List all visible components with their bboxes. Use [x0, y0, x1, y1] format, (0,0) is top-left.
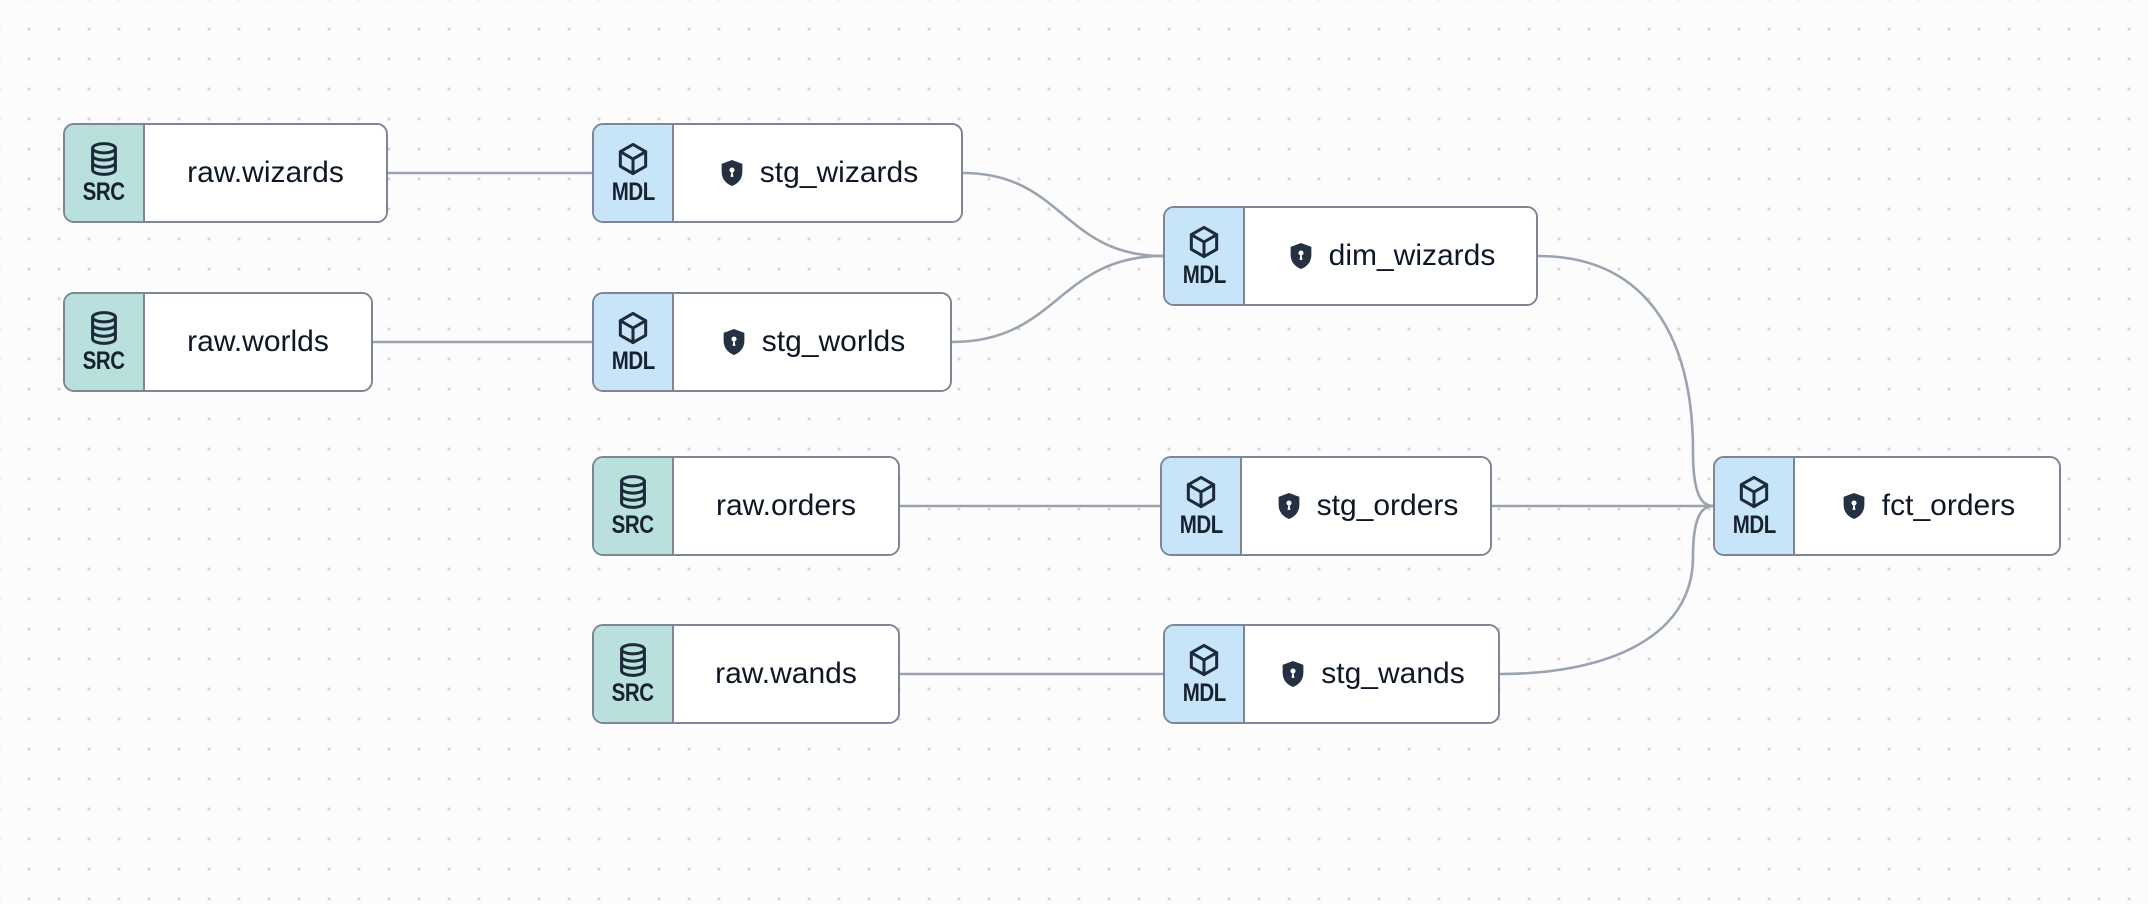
node-body: stg_worlds	[674, 294, 950, 390]
node-dim-wizards[interactable]: MDL dim_wizards	[1163, 206, 1538, 306]
node-body: fct_orders	[1795, 458, 2059, 554]
cube-icon	[614, 140, 652, 178]
database-icon	[85, 309, 123, 347]
node-stg-wizards[interactable]: MDL stg_wizards	[592, 123, 963, 223]
node-type-label: MDL	[1182, 261, 1226, 290]
shield-icon	[719, 327, 749, 357]
cube-icon	[614, 309, 652, 347]
node-type-badge: MDL	[594, 125, 674, 221]
node-type-badge: MDL	[1165, 626, 1245, 722]
node-raw-orders[interactable]: SRC raw.orders	[592, 456, 900, 556]
node-type-label: SRC	[611, 511, 655, 540]
node-type-badge: MDL	[1162, 458, 1242, 554]
node-type-badge: MDL	[1165, 208, 1245, 304]
edge-dim-wizards-to-fct-orders	[1537, 254, 1714, 508]
node-type-badge: MDL	[1715, 458, 1795, 554]
node-label: stg_worlds	[761, 325, 906, 358]
node-type-badge: SRC	[594, 458, 674, 554]
edge-stg-wands-to-fct-orders	[1499, 504, 1714, 676]
node-type-badge: MDL	[594, 294, 674, 390]
node-body: raw.orders	[674, 458, 898, 554]
node-type-badge: SRC	[594, 626, 674, 722]
node-type-label: MDL	[1182, 679, 1226, 708]
node-label: raw.wizards	[187, 156, 344, 189]
node-raw-wands[interactable]: SRC raw.wands	[592, 624, 900, 724]
node-body: raw.worlds	[145, 294, 371, 390]
node-body: stg_wizards	[674, 125, 961, 221]
node-label: fct_orders	[1881, 489, 2016, 522]
cube-icon	[1182, 473, 1220, 511]
shield-icon	[1278, 659, 1308, 689]
node-raw-worlds[interactable]: SRC raw.worlds	[63, 292, 373, 392]
node-label: raw.orders	[715, 489, 857, 522]
edge-stg-wizards-to-dim-wizards	[962, 171, 1164, 258]
shield-icon	[1274, 491, 1304, 521]
node-raw-wizards[interactable]: SRC raw.wizards	[63, 123, 388, 223]
node-stg-wands[interactable]: MDL stg_wands	[1163, 624, 1500, 724]
cube-icon	[1185, 641, 1223, 679]
node-body: raw.wands	[674, 626, 898, 722]
shield-icon	[1839, 491, 1869, 521]
node-label: stg_wands	[1321, 657, 1465, 690]
node-body: raw.wizards	[145, 125, 386, 221]
node-label: raw.worlds	[187, 325, 329, 358]
node-stg-worlds[interactable]: MDL stg_worlds	[592, 292, 952, 392]
cube-icon	[1735, 473, 1773, 511]
node-label: stg_orders	[1316, 489, 1459, 522]
node-type-badge: SRC	[65, 294, 145, 390]
node-type-label: MDL	[611, 347, 655, 376]
node-stg-orders[interactable]: MDL stg_orders	[1160, 456, 1492, 556]
database-icon	[614, 473, 652, 511]
node-type-label: SRC	[82, 178, 126, 207]
cube-icon	[1185, 223, 1223, 261]
node-label: dim_wizards	[1328, 239, 1496, 272]
shield-icon	[1286, 241, 1316, 271]
node-label: stg_wizards	[759, 156, 919, 189]
node-type-label: MDL	[611, 178, 655, 207]
node-type-badge: SRC	[65, 125, 145, 221]
edge-stg-worlds-to-dim-wizards	[951, 254, 1164, 344]
database-icon	[614, 641, 652, 679]
node-body: stg_orders	[1242, 458, 1490, 554]
node-type-label: MDL	[1732, 511, 1776, 540]
shield-icon	[717, 158, 747, 188]
database-icon	[85, 140, 123, 178]
node-type-label: SRC	[82, 347, 126, 376]
node-type-label: SRC	[611, 679, 655, 708]
node-body: stg_wands	[1245, 626, 1498, 722]
node-fct-orders[interactable]: MDL fct_orders	[1713, 456, 2061, 556]
node-type-label: MDL	[1179, 511, 1223, 540]
node-body: dim_wizards	[1245, 208, 1536, 304]
node-label: raw.wands	[715, 657, 857, 690]
